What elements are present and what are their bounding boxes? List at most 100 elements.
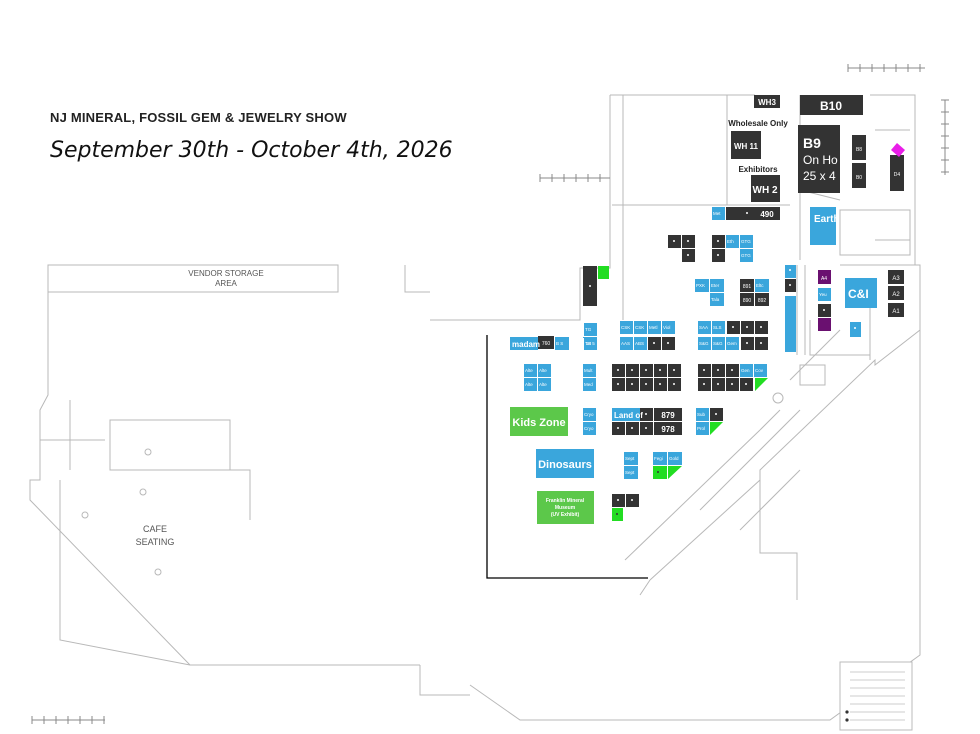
building-walls [29,94,921,721]
booth-small[interactable]: Alte [538,378,551,391]
booth-small[interactable]: Gold [668,452,682,465]
booth-890[interactable]: 890 [740,293,754,306]
booth-c-and-i[interactable]: C&I [845,278,877,308]
booth-column-small[interactable] [850,322,861,337]
booth-small[interactable]: Viol [662,321,675,334]
booth-a1[interactable]: A1 [888,303,904,317]
booth-small[interactable]: Cov [754,364,767,377]
booth-small[interactable]: Gem [726,337,739,350]
booth-land-of[interactable]: Land of [612,408,643,421]
booth-small[interactable]: Mult [583,364,596,377]
booth-b8[interactable]: B8 [852,135,866,160]
booth-892[interactable]: 892 [755,293,769,306]
booth-small[interactable]: Met [712,207,725,220]
booth-green[interactable] [710,422,723,435]
booth-small[interactable]: CSK [634,321,647,334]
booth-earth[interactable]: Earth [810,207,840,245]
booth-green[interactable] [653,466,667,479]
booth-b0[interactable]: B0 [852,163,866,188]
booth-a3[interactable]: A3 [888,270,904,284]
booth-label: 879 [661,411,675,420]
booth-label: Dinosaurs [538,459,592,471]
booth-label: WH3 [758,98,776,107]
vendor-storage-label-1: VENDOR STORAGE [188,269,263,278]
booth-small[interactable]: 18 5 [583,337,595,346]
booth-879[interactable]: 879 [654,408,682,421]
green-booths [598,266,768,521]
booth-a2[interactable]: A2 [888,286,904,300]
booth-label: 892 [758,298,767,304]
booth-small[interactable]: TG [584,337,597,350]
booth-small[interactable]: GTG [740,249,753,262]
booth-small[interactable]: Eltc [755,279,769,292]
booth-label: B8 [856,147,862,153]
booth-small[interactable]: Sub [696,408,709,421]
booth-small[interactable]: B S [555,337,569,350]
booth-small[interactable]: S&G [698,337,711,350]
booth-franklin-museum[interactable]: Franklin Mineral Museum (UV Exhibit) [537,491,594,524]
booth-green[interactable] [598,266,609,279]
booth-column-top[interactable] [785,265,796,278]
booth-small[interactable]: GTG [740,235,753,248]
booth-wh11[interactable]: WH 11 [731,131,761,159]
booth-label: Sept [625,456,635,461]
booth-b10[interactable]: B10 [800,95,863,115]
booth-wh2[interactable]: WH 2 [751,175,780,202]
booth-small[interactable]: Gen [740,364,753,377]
booth-kids-zone[interactable]: Kids Zone [510,407,568,436]
booth-small[interactable]: Prol [696,422,709,435]
booth-wh3[interactable]: WH3 [754,95,780,108]
booth-column[interactable] [785,296,796,352]
booth-small[interactable]: PXK [695,279,709,292]
booth-label: Sept [625,470,635,475]
booth-small[interactable]: Metl [648,321,661,334]
booth-label: A2 [892,292,900,298]
booth-label: Sub [697,412,706,417]
booth-small[interactable]: Eth [726,235,739,248]
booth-a4[interactable]: A4 [818,270,831,284]
vendor-storage-label-2: AREA [215,279,237,288]
booth-small[interactable]: Cryo [583,422,596,435]
booth-small[interactable]: Yeu [818,288,831,301]
booth-small[interactable]: Med [583,378,596,391]
booth-small[interactable]: Tala [710,293,724,306]
booth-891[interactable]: 891 [740,279,754,292]
booth-magenta[interactable] [891,143,905,157]
booth-small[interactable]: SLS [712,321,725,334]
booth-label: Gold [669,456,679,461]
booth-small[interactable]: TG [584,323,597,336]
booth-green[interactable] [668,466,682,479]
booth-760[interactable]: 760 [538,336,554,349]
booth-small[interactable]: AAS [620,337,633,350]
booth-b9[interactable]: B9 On Ho 25 x 4 [798,125,840,193]
booth-madam[interactable]: madam [510,337,540,350]
booth-label: SLS [713,325,722,330]
booth-small[interactable]: Cryo [583,408,596,421]
booth-small[interactable]: Eter [710,279,724,292]
booth-small[interactable]: CSK [620,321,633,334]
booth-small[interactable]: Sept [624,466,638,479]
booth-978[interactable]: 978 [654,422,682,435]
booth-label: B0 [856,175,862,181]
booth-small[interactable]: ABS [634,337,647,350]
booth-small[interactable]: Alte [524,364,537,377]
booth-small[interactable]: Alte [538,364,551,377]
booth-label: Mult [584,368,593,373]
booth-dinosaurs[interactable]: Dinosaurs [536,449,594,478]
booth-green[interactable] [755,378,768,391]
booth-small[interactable]: Alte [524,378,537,391]
booth-d4[interactable]: D4 [890,155,904,191]
booth-label: CSK [621,325,630,330]
booth-label: PXK [696,283,705,288]
booth-small[interactable]: Sept [624,452,638,465]
booth-label: GTG [741,253,751,258]
dot-icon [854,327,856,329]
blue-booths: Earth C&I Kids Zone Dinosaurs Franklin M… [510,207,877,524]
booth-purple[interactable] [818,318,831,331]
booth-label: Cryo [584,412,594,417]
booth-small[interactable]: S&G [712,337,725,350]
booth-label-3: (UV Exhibit) [551,512,580,518]
booth-small[interactable]: SAA [698,321,711,334]
booth-label: Gem [727,341,737,346]
booth-small[interactable]: Fegi [653,452,667,465]
